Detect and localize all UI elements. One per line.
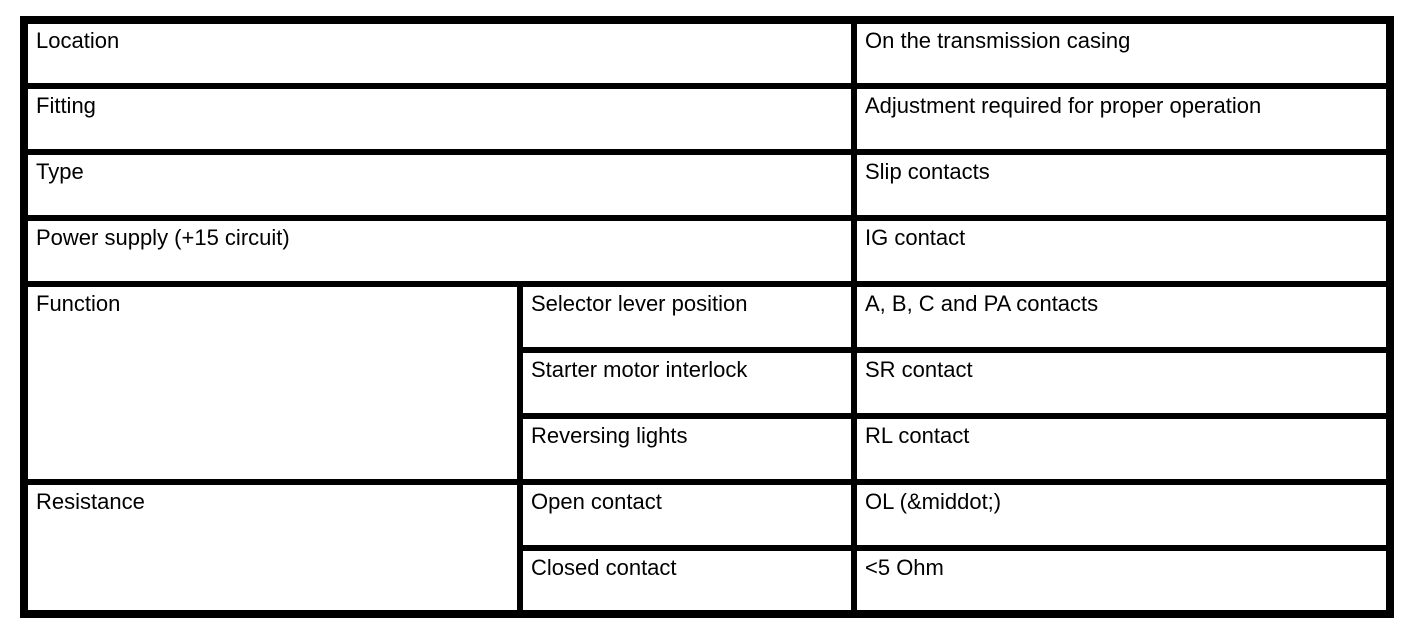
table-row-type: Type Slip contacts [21, 149, 1393, 221]
spec-table: Location On the transmission casing Fitt… [20, 16, 1394, 618]
function-sub-label: Selector lever position [517, 281, 857, 353]
resistance-sub-label: Closed contact [517, 545, 857, 617]
table-row-function-2: Starter motor interlock SR contact [24, 347, 1393, 419]
table-row-function-3: Reversing lights RL contact [24, 413, 1393, 485]
fitting-label: Fitting [21, 83, 857, 155]
table-row-fitting: Fitting Adjustment required for proper o… [21, 83, 1393, 155]
function-sub-value: A, B, C and PA contacts [851, 281, 1393, 353]
resistance-sub-value: OL (&middot;) [851, 479, 1393, 551]
power-supply-value: IG contact [851, 215, 1393, 287]
resistance-sub-label: Open contact [517, 479, 857, 551]
table-row-resistance-2: Closed contact <5 Ohm [24, 545, 1393, 617]
location-label: Location [21, 17, 857, 89]
function-label: Function [21, 281, 523, 485]
table-row-power-supply: Power supply (+15 circuit) IG contact [21, 215, 1393, 287]
table-row-function-1: Function Selector lever position A, B, C… [21, 281, 1393, 485]
power-supply-label: Power supply (+15 circuit) [21, 215, 857, 287]
type-value: Slip contacts [851, 149, 1393, 221]
function-sub-label: Reversing lights [517, 413, 857, 485]
type-label: Type [21, 149, 857, 221]
function-sub-label: Starter motor interlock [517, 347, 857, 419]
table-row-location: Location On the transmission casing [21, 17, 1393, 89]
function-sub-value: RL contact [851, 413, 1393, 485]
location-value: On the transmission casing [851, 17, 1393, 89]
table-row-resistance-1: Resistance Open contact OL (&middot;) [21, 479, 1393, 617]
function-sub-value: SR contact [851, 347, 1393, 419]
resistance-label: Resistance [21, 479, 523, 617]
resistance-sub-value: <5 Ohm [851, 545, 1393, 617]
fitting-value: Adjustment required for proper operation [851, 83, 1393, 155]
